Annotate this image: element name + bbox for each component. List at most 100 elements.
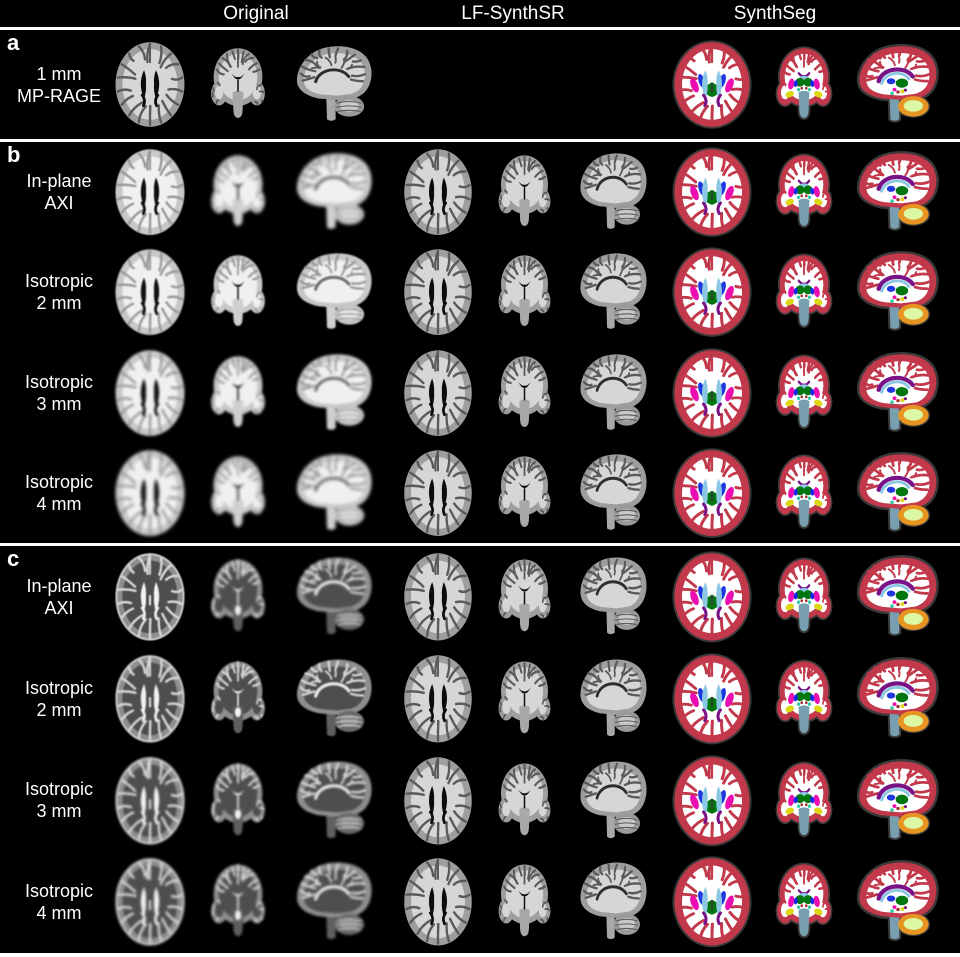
row-label-line2: 3 mm [36, 801, 82, 822]
panel-label-b: b [7, 142, 21, 167]
original-axial-mri [104, 38, 196, 131]
synthseg-coronal-segmentation [762, 549, 846, 645]
lf-synthsr-sagittal-mri [569, 549, 654, 645]
original-sagittal-mri [284, 346, 380, 440]
lf-synthsr-sagittal-mri [569, 854, 654, 950]
synthseg-sagittal-segmentation [846, 446, 945, 540]
synthseg-coronal-segmentation [762, 346, 846, 440]
lf-synthsr-coronal-mri [484, 753, 565, 849]
row-label-line2: MP-RAGE [16, 85, 101, 106]
synthseg-sagittal-segmentation [846, 854, 945, 950]
original-sagittal-mri [284, 651, 380, 747]
synthseg-sagittal-segmentation [846, 346, 945, 440]
synthseg-axial-segmentation [662, 854, 762, 950]
original-sagittal-mri [284, 245, 380, 339]
synthseg-coronal-segmentation [762, 753, 846, 849]
row-label-line2: 4 mm [36, 903, 82, 924]
row-label-line2: 2 mm [36, 293, 82, 314]
row-label-line1: In-plane [26, 575, 92, 596]
lf-synthsr-coronal-mri [484, 145, 565, 239]
synthseg-sagittal-segmentation [846, 145, 945, 239]
lf-synthsr-coronal-mri [484, 549, 565, 645]
column-header-lf_synthsr: LF-SynthSR [461, 3, 565, 24]
lf-synthsr-sagittal-mri [569, 446, 654, 540]
synthseg-sagittal-segmentation [846, 651, 945, 747]
original-coronal-mri [196, 651, 280, 747]
row-label-line1: 1 mm [36, 63, 82, 84]
synthseg-axial-segmentation [662, 245, 762, 339]
original-axial-mri [104, 753, 196, 849]
original-coronal-mri [196, 446, 280, 540]
synthseg-sagittal-segmentation [846, 245, 945, 339]
lf-synthsr-sagittal-mri [569, 753, 654, 849]
synthseg-axial-segmentation [662, 446, 762, 540]
row-label-line1: In-plane [26, 171, 92, 192]
lf-synthsr-coronal-mri [484, 854, 565, 950]
lf-synthsr-axial-mri [393, 145, 483, 239]
row-label-line2: 3 mm [36, 393, 82, 414]
synthseg-coronal-segmentation [762, 446, 846, 540]
original-coronal-mri [196, 854, 280, 950]
lf-synthsr-axial-mri [393, 549, 483, 645]
original-axial-mri [104, 651, 196, 747]
lf-synthsr-axial-mri [393, 245, 483, 339]
separator-line [0, 139, 960, 142]
original-axial-mri [104, 245, 196, 339]
row-label-line1: Isotropic [24, 779, 94, 800]
synthseg-axial-segmentation [662, 38, 762, 131]
column-header-synthseg: SynthSeg [733, 3, 817, 24]
row-label-line2: AXI [44, 193, 74, 214]
synthseg-axial-segmentation [662, 753, 762, 849]
synthseg-sagittal-segmentation [846, 549, 945, 645]
lf-synthsr-coronal-mri [484, 446, 565, 540]
synthseg-axial-segmentation [662, 651, 762, 747]
row-label-line1: Isotropic [24, 471, 94, 492]
original-axial-mri [104, 145, 196, 239]
separator-line [0, 27, 960, 30]
synthseg-coronal-segmentation [762, 245, 846, 339]
original-coronal-mri [196, 346, 280, 440]
original-sagittal-mri [284, 854, 380, 950]
lf-synthsr-sagittal-mri [569, 346, 654, 440]
lf-synthsr-sagittal-mri [569, 651, 654, 747]
row-label-line2: 4 mm [36, 493, 82, 514]
original-sagittal-mri [284, 753, 380, 849]
original-axial-mri [104, 854, 196, 950]
lf-synthsr-coronal-mri [484, 245, 565, 339]
row-label-line1: Isotropic [24, 881, 94, 902]
original-coronal-mri [196, 549, 280, 645]
row-label-line1: Isotropic [24, 371, 94, 392]
original-coronal-mri [196, 753, 280, 849]
column-header-original: Original [223, 3, 289, 24]
lf-synthsr-axial-mri [393, 651, 483, 747]
original-axial-mri [104, 549, 196, 645]
original-coronal-mri [196, 145, 280, 239]
lf-synthsr-axial-mri [393, 446, 483, 540]
synthseg-axial-segmentation [662, 145, 762, 239]
synthseg-sagittal-segmentation [846, 38, 945, 131]
lf-synthsr-axial-mri [393, 753, 483, 849]
synthseg-coronal-segmentation [762, 145, 846, 239]
lf-synthsr-coronal-mri [484, 346, 565, 440]
original-sagittal-mri [284, 446, 380, 540]
synthseg-coronal-segmentation [762, 854, 846, 950]
lf-synthsr-axial-mri [393, 854, 483, 950]
lf-synthsr-coronal-mri [484, 651, 565, 747]
separator-line [0, 953, 960, 957]
synthseg-sagittal-segmentation [846, 753, 945, 849]
synthseg-coronal-segmentation [762, 651, 846, 747]
row-label-line2: 2 mm [36, 699, 82, 720]
original-coronal-mri [196, 245, 280, 339]
original-sagittal-mri [284, 38, 380, 131]
panel-label-c: c [7, 546, 20, 571]
